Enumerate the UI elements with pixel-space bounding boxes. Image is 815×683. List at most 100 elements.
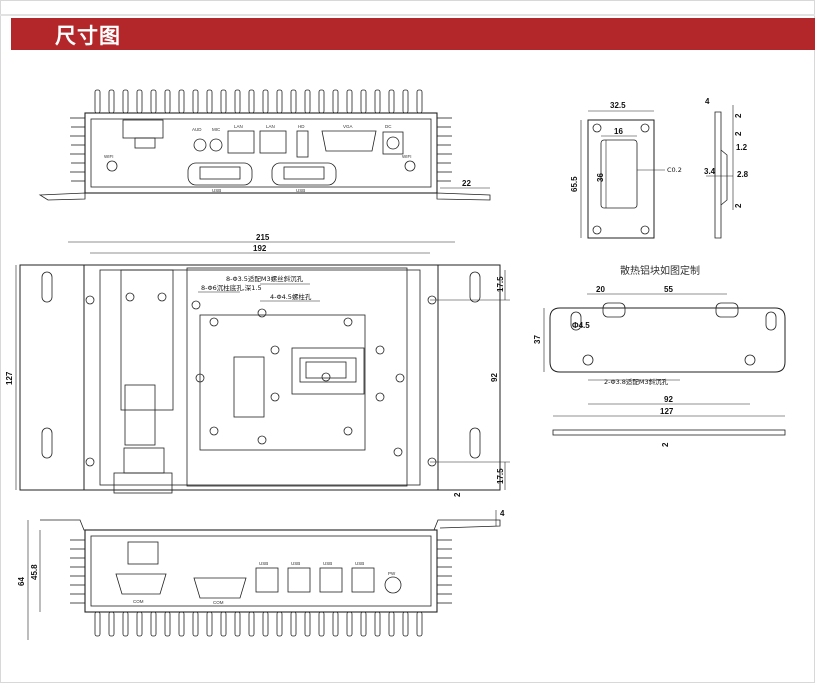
rear-fin bbox=[94, 611, 101, 637]
heatsink-side bbox=[552, 429, 786, 436]
mount-hole bbox=[85, 457, 95, 467]
label-hd: HD bbox=[298, 124, 305, 129]
heatsink-slot-left bbox=[570, 311, 582, 331]
top-holes bbox=[85, 292, 437, 467]
mount-hole bbox=[85, 295, 95, 305]
label-wifi-left: WIFI bbox=[104, 154, 114, 159]
label-rear-usb-1: USB bbox=[259, 561, 268, 566]
profile-plate bbox=[714, 111, 722, 239]
left-rail bbox=[120, 269, 174, 411]
slot-right-bottom bbox=[469, 427, 481, 459]
label-mic: MIC bbox=[212, 127, 221, 132]
front-fin bbox=[234, 89, 241, 114]
front-heatsink-fins bbox=[70, 89, 452, 182]
bracket-hole-2 bbox=[640, 123, 650, 133]
front-fin bbox=[276, 89, 283, 114]
note-stud-holes: 4-Φ4.5螺柱孔 bbox=[270, 292, 312, 301]
rear-usb-2 bbox=[287, 567, 311, 593]
front-fin bbox=[108, 89, 115, 114]
mount-hole bbox=[209, 317, 219, 327]
cpu-core bbox=[305, 361, 347, 379]
hd-port bbox=[296, 130, 309, 158]
cpu-frame bbox=[291, 347, 365, 395]
front-panel bbox=[90, 118, 432, 188]
dim-36: 36 bbox=[596, 173, 605, 182]
label-rear-usb-3: USB bbox=[323, 561, 332, 566]
label-vga: VGA bbox=[343, 124, 353, 129]
heatsink-note: 2-Φ3.8适配M3斜沉孔 bbox=[604, 377, 669, 386]
label-lan-2: LAN bbox=[266, 124, 275, 129]
rear-fin bbox=[402, 611, 409, 637]
rear-panel bbox=[90, 535, 432, 607]
bracket-hole-4 bbox=[640, 225, 650, 235]
top-rule bbox=[0, 14, 815, 16]
dim-profile-1-2: 1.2 bbox=[736, 143, 748, 152]
dim-profile-4: 4 bbox=[705, 97, 710, 106]
heatsink-view bbox=[543, 293, 786, 436]
rear-fin bbox=[136, 611, 143, 637]
rear-fin bbox=[248, 611, 255, 637]
top-inner bbox=[99, 269, 421, 486]
com-port-2 bbox=[193, 577, 247, 599]
mount-hole bbox=[321, 372, 331, 382]
mount-hole bbox=[393, 447, 403, 457]
rear-usb-4 bbox=[351, 567, 375, 593]
ribbon-cable bbox=[124, 384, 156, 446]
label-com-2: COM bbox=[213, 600, 224, 605]
front-fin bbox=[164, 89, 171, 114]
rear-fin bbox=[360, 611, 367, 637]
label-dc: DC bbox=[385, 124, 392, 129]
rear-fin bbox=[178, 611, 185, 637]
mount-hole bbox=[395, 373, 405, 383]
heatsink-hole-left bbox=[582, 354, 594, 366]
rear-fin bbox=[276, 611, 283, 637]
rear-view bbox=[27, 510, 501, 640]
label-aud: AUD bbox=[192, 127, 202, 132]
label-lan-1: LAN bbox=[234, 124, 243, 129]
dim-heatsink-55: 55 bbox=[664, 285, 673, 294]
dim-rear-4: 4 bbox=[500, 509, 505, 518]
front-view bbox=[38, 89, 491, 201]
label-power: PW bbox=[388, 571, 396, 576]
front-fin bbox=[248, 89, 255, 114]
heatsink-outline bbox=[549, 307, 786, 373]
label-wifi-right: WIFI bbox=[402, 154, 412, 159]
rear-fin bbox=[206, 611, 213, 637]
com-port-1 bbox=[115, 573, 167, 595]
label-rear-usb-2: USB bbox=[291, 561, 300, 566]
dim-heatsink-37: 37 bbox=[533, 335, 542, 344]
bracket-view bbox=[580, 110, 665, 239]
chip-window bbox=[233, 356, 265, 418]
mount-hole bbox=[375, 345, 385, 355]
rear-fin bbox=[388, 611, 395, 637]
usb-port-2 bbox=[271, 162, 337, 186]
cable-connector bbox=[123, 447, 165, 474]
dim-32-5: 32.5 bbox=[610, 101, 626, 110]
rear-fin bbox=[122, 611, 129, 637]
rear-fin bbox=[332, 611, 339, 637]
rear-fin bbox=[304, 611, 311, 637]
dim-heatsink-hole: Φ4.5 bbox=[572, 321, 590, 330]
mount-hole bbox=[209, 426, 219, 436]
front-fin bbox=[262, 89, 269, 114]
power-button bbox=[384, 576, 402, 594]
heatsink-hole-right bbox=[744, 354, 756, 366]
label-usb-1: USB bbox=[212, 188, 221, 193]
dim-chamfer: C0.2 bbox=[667, 166, 682, 174]
db9-connector bbox=[113, 472, 173, 494]
mount-hole bbox=[125, 292, 135, 302]
rear-fin bbox=[108, 611, 115, 637]
dim-92: 92 bbox=[490, 373, 499, 382]
front-fin bbox=[150, 89, 157, 114]
rear-fin bbox=[262, 611, 269, 637]
cpu-die bbox=[299, 357, 357, 383]
wifi-antenna-right bbox=[404, 160, 416, 172]
usb-port-1 bbox=[187, 162, 253, 186]
dim-127: 127 bbox=[5, 371, 14, 385]
board-area bbox=[199, 314, 366, 451]
slot-left-bottom bbox=[41, 427, 53, 459]
mount-hole bbox=[375, 392, 385, 402]
label-rear-usb-4: USB bbox=[355, 561, 364, 566]
rear-latch bbox=[127, 541, 159, 565]
slot-right-top bbox=[469, 271, 481, 303]
